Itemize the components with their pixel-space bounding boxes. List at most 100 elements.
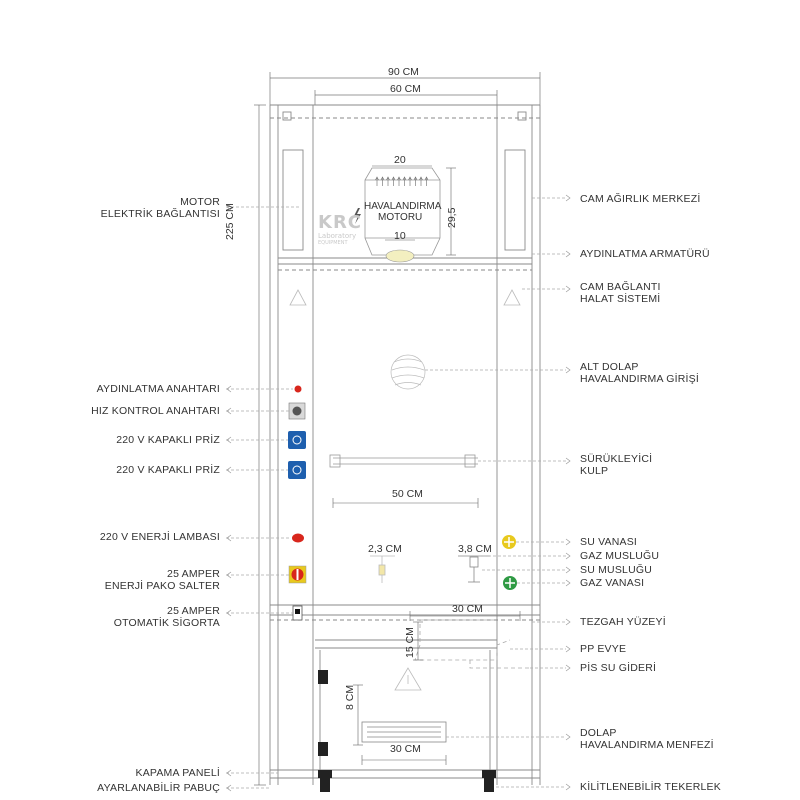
leader-arrow-left bbox=[226, 609, 232, 617]
label-lighting-fixture-text: AYDINLATMA ARMATÜRÜ bbox=[580, 248, 710, 260]
dim-tap1: 2,3 CM bbox=[368, 543, 402, 555]
wheel-right bbox=[482, 770, 496, 792]
energy-lamp bbox=[292, 533, 304, 543]
warning-triangle-left bbox=[289, 289, 307, 306]
vent-dimension-lines bbox=[353, 684, 447, 765]
label-lighting-fixture: AYDINLATMA ARMATÜRÜ bbox=[580, 248, 710, 260]
label-socket-2: 220 V KAPAKLI PRİZ bbox=[116, 464, 220, 476]
label-gas-valve-text: GAZ VANASI bbox=[580, 577, 645, 589]
gas-valve[interactable] bbox=[503, 576, 517, 590]
label-water-valve: SU VANASI bbox=[580, 536, 637, 548]
krc-logo: KRC Laboratory EQUIPMENT bbox=[318, 212, 363, 247]
label-fuse-line1: 25 AMPER bbox=[167, 605, 220, 617]
left-leader-lines bbox=[226, 206, 300, 789]
dim-inner-width: 60 CM bbox=[390, 83, 421, 95]
label-closing-panel: KAPAMA PANELİ bbox=[136, 767, 221, 779]
label-pp-sink: PP EVYE bbox=[580, 643, 626, 655]
label-motor-line1: MOTOR bbox=[180, 196, 220, 208]
label-cabinet-vent-line1: DOLAP bbox=[580, 727, 617, 739]
logo-main: KRC bbox=[318, 212, 363, 233]
label-glass-rope-line1: CAM BAĞLANTI bbox=[580, 281, 661, 293]
label-socket-1: 220 V KAPAKLI PRİZ bbox=[116, 434, 220, 446]
dim-vent-height: 8 CM bbox=[344, 684, 356, 710]
dim-vent-width: 30 CM bbox=[390, 743, 421, 755]
fan-motor bbox=[364, 167, 441, 256]
water-valve[interactable] bbox=[502, 535, 516, 549]
fan-arrow-head bbox=[375, 176, 379, 181]
leader-arrow-right bbox=[565, 566, 571, 574]
right-leader-lines bbox=[425, 197, 566, 788]
label-gas-valve: GAZ VANASI bbox=[580, 577, 644, 589]
label-motor: MOTOR ELEKTRİK BAĞLANTISI bbox=[101, 196, 220, 220]
logo-sub2: EQUIPMENT bbox=[318, 240, 348, 246]
label-water-valve-text: SU VANASI bbox=[580, 536, 638, 548]
dim-fan-width: 20 bbox=[394, 154, 406, 166]
dim-sink-depth: 15 CM bbox=[404, 627, 416, 658]
label-adjustable-foot: AYARLANABİLİR PABUÇ bbox=[97, 782, 220, 794]
label-motor-line2: ELEKTRİK BAĞLANTISI bbox=[100, 208, 220, 220]
leader-arrowheads bbox=[226, 194, 571, 792]
label-cabinet-vent: DOLAP HAVALANDIRMA MENFEZİ bbox=[580, 727, 714, 751]
label-packet-switch: 25 AMPER ENERJİ PAKO SALTER bbox=[105, 568, 220, 592]
dim-total-width: 90 CM bbox=[388, 66, 419, 78]
fan-arrow-head bbox=[397, 176, 401, 181]
logo-sub: Laboratory bbox=[318, 232, 357, 240]
leader-arrow-right bbox=[565, 733, 571, 741]
label-handle-line2: KULP bbox=[580, 465, 609, 477]
leader-arrow-right bbox=[565, 250, 571, 258]
water-tap bbox=[458, 555, 490, 583]
label-packet-switch-line2: ENERJİ PAKO SALTER bbox=[104, 580, 220, 592]
leader-arrow-left bbox=[226, 466, 232, 474]
leader-arrow-right bbox=[565, 645, 571, 653]
fan-arrow-head bbox=[424, 176, 429, 181]
warning-triangle-right bbox=[503, 289, 521, 306]
dim-fan-height: 29,5 bbox=[446, 207, 458, 228]
fan-arrow-head bbox=[380, 176, 385, 181]
label-lower-cabinet-inlet-line2: HAVALANDIRMA GİRİŞİ bbox=[580, 373, 699, 385]
label-glass-rope-line2: HALAT SİSTEMİ bbox=[580, 293, 661, 305]
sash-handle bbox=[329, 454, 478, 468]
leader-arrow-right bbox=[565, 366, 571, 374]
warning-triangle-cabinet bbox=[394, 667, 422, 691]
leader-arrow-right bbox=[565, 285, 571, 293]
label-lower-cabinet-inlet: ALT DOLAP HAVALANDIRMA GİRİŞİ bbox=[580, 361, 699, 385]
label-drain-text: PİS SU GİDERİ bbox=[580, 662, 657, 674]
socket-2[interactable] bbox=[288, 461, 306, 479]
label-glass-center: CAM AĞIRLIK MERKEZİ bbox=[580, 193, 701, 205]
fan-arrow-head bbox=[413, 176, 418, 181]
lighting-switch[interactable] bbox=[294, 385, 302, 393]
dim-counter-width: 30 CM bbox=[452, 603, 483, 615]
label-lighting-switch: AYDINLATMA ANAHTARI bbox=[97, 383, 220, 395]
label-glass-center-text: CAM AĞIRLIK MERKEZİ bbox=[580, 193, 701, 205]
door-hinge-top bbox=[318, 670, 328, 684]
fan-light-bulb bbox=[385, 249, 415, 263]
dim-handle-width: 50 CM bbox=[392, 488, 423, 500]
leader-arrow-right bbox=[565, 538, 571, 546]
label-water-tap-text: SU MUSLUĞU bbox=[580, 564, 653, 576]
speed-control-switch[interactable] bbox=[288, 402, 306, 420]
label-adjustable-foot-text: AYARLANABİLİR PABUÇ bbox=[97, 782, 220, 794]
energy-packet-switch[interactable] bbox=[288, 565, 307, 584]
fan-arrow-head bbox=[408, 176, 412, 181]
wheel-left bbox=[318, 770, 332, 792]
leader-arrow-right bbox=[565, 194, 571, 202]
automatic-fuse[interactable] bbox=[292, 605, 303, 621]
dim-tap2: 3,8 CM bbox=[458, 543, 492, 555]
dim-height: 225 CM bbox=[224, 203, 236, 240]
label-socket-2-text: 220 V KAPAKLI PRİZ bbox=[116, 464, 220, 476]
leader-arrow-right bbox=[565, 552, 571, 560]
label-pp-sink-text: PP EVYE bbox=[580, 643, 627, 655]
label-lockable-wheel: KİLİTLENEBİLİR TEKERLEK bbox=[580, 781, 721, 793]
leader-arrow-right bbox=[565, 579, 571, 587]
label-counter-text: TEZGAH YÜZEYİ bbox=[580, 616, 666, 628]
fan-arrows bbox=[375, 176, 429, 186]
leader-arrow-left bbox=[226, 571, 232, 579]
label-fuse-line2: OTOMATİK SİGORTA bbox=[113, 617, 220, 629]
fan-arrow-head bbox=[391, 176, 396, 181]
socket-1[interactable] bbox=[288, 431, 306, 449]
label-handle-line1: SÜRÜKLEYİCİ bbox=[580, 453, 653, 465]
leader-arrow-left bbox=[226, 385, 232, 393]
fan-arrow-head bbox=[386, 176, 390, 181]
handle-dimension-line bbox=[332, 498, 479, 508]
lightning-icon bbox=[354, 208, 361, 224]
